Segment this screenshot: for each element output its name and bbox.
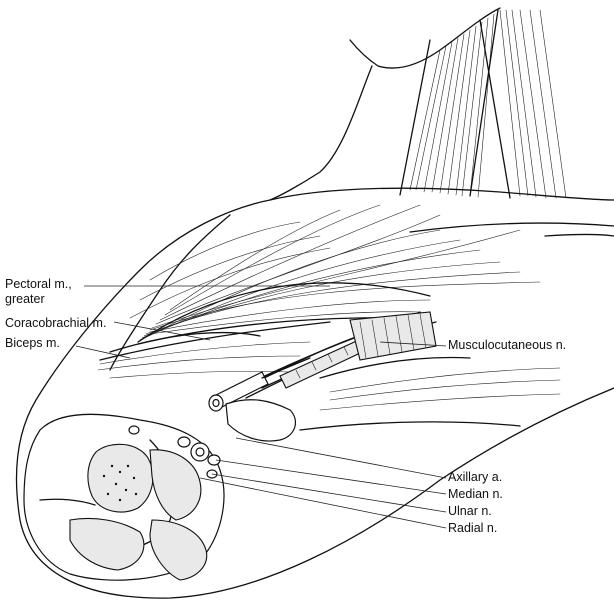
label-ulnar: Ulnar n. bbox=[448, 504, 492, 518]
deltoid-fibers bbox=[129, 221, 331, 319]
arm-outer-contour bbox=[15, 199, 614, 599]
label-musculocutaneous: Musculocutaneous n. bbox=[448, 338, 567, 352]
humerus-bone bbox=[87, 443, 154, 513]
triceps-fibers bbox=[299, 356, 561, 431]
section-brachialis bbox=[69, 517, 145, 571]
label-median: Median n. bbox=[448, 487, 503, 501]
needle-syringe bbox=[208, 357, 311, 442]
section-muscle-boundary-2 bbox=[39, 498, 96, 506]
clavicle-end bbox=[544, 233, 614, 237]
neck-contour bbox=[349, 7, 501, 69]
bone-marrow-dots bbox=[102, 464, 138, 502]
label-axillary: Axillary a. bbox=[448, 470, 503, 484]
label-pectoral-line2: greater bbox=[5, 292, 45, 306]
neck-muscle-fibers bbox=[399, 9, 567, 199]
section-biceps bbox=[149, 449, 202, 521]
label-radial: Radial n. bbox=[448, 521, 498, 535]
section-vessels bbox=[128, 425, 221, 479]
arm-muscle-bundles bbox=[97, 321, 331, 379]
chest-contour bbox=[269, 65, 373, 201]
label-pectoral-line1: Pectoral m., bbox=[5, 277, 72, 291]
section-triceps bbox=[149, 519, 208, 581]
label-biceps: Biceps m. bbox=[5, 336, 60, 350]
clavicle-lower-edge bbox=[409, 222, 614, 233]
label-coracobrachial: Coracobrachial m. bbox=[5, 316, 107, 330]
leader-lines bbox=[75, 285, 447, 529]
clavicle-upper-edge bbox=[269, 187, 614, 201]
neurovascular-bundle bbox=[239, 311, 437, 399]
